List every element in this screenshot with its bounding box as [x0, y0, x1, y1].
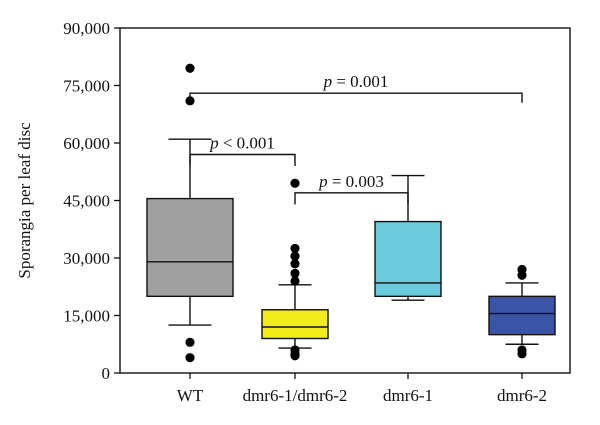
box-dmr6-2	[488, 264, 556, 359]
bracket-line	[189, 153, 296, 166]
iqr-box	[488, 295, 556, 336]
outlier-point	[517, 349, 527, 359]
p-value-label: p < 0.001	[209, 134, 275, 153]
category-label: dmr6-1/dmr6-2	[243, 386, 348, 405]
outlier-point	[290, 243, 300, 254]
outlier-point	[290, 276, 300, 286]
significance-bracket: p = 0.003	[294, 172, 409, 205]
outlier-point	[290, 268, 300, 278]
outlier-point	[185, 96, 195, 106]
iqr-box	[374, 220, 442, 298]
y-tick-label: 0	[102, 364, 111, 383]
y-tick-label: 30,000	[63, 249, 110, 268]
outlier-point	[290, 259, 300, 269]
x-axis: WT dmr6-1/dmr6-2 dmr6-1 dmr6-2	[177, 373, 547, 405]
p-value-label: p = 0.001	[323, 72, 389, 91]
box-WT	[146, 63, 234, 363]
y-tick-label: 45,000	[63, 192, 110, 211]
significance-bracket: p < 0.001	[189, 134, 296, 166]
y-tick-label: 15,000	[63, 307, 110, 326]
outlier-point	[290, 251, 300, 261]
y-axis: 0 15,000 30,000 45,000 60,000 75,000 90,000	[63, 19, 120, 383]
iqr-box	[146, 197, 234, 298]
outlier-point	[185, 353, 195, 363]
box-dmr6-1	[374, 174, 442, 301]
outlier-point	[517, 270, 527, 280]
iqr-box	[261, 309, 329, 340]
outlier-point	[290, 351, 300, 361]
bracket-line	[294, 192, 409, 205]
outlier-point	[185, 337, 195, 347]
significance-bracket: p = 0.001	[189, 72, 523, 103]
category-label: WT	[177, 386, 204, 405]
outlier-point	[185, 63, 195, 73]
y-tick-label: 90,000	[63, 19, 110, 38]
y-axis-title: Sporangia per leaf disc	[15, 122, 34, 279]
outlier-point	[290, 178, 300, 188]
box-dmr6-1/dmr6-2	[261, 178, 329, 361]
bracket-line	[189, 92, 523, 103]
y-tick-label: 60,000	[63, 134, 110, 153]
boxes	[146, 63, 556, 363]
category-label: dmr6-1	[383, 386, 433, 405]
significance-annotations: p = 0.001 p < 0.001 p = 0.003	[189, 72, 523, 205]
y-tick-label: 75,000	[63, 77, 110, 96]
p-value-label: p = 0.003	[318, 172, 384, 191]
category-label: dmr6-2	[497, 386, 547, 405]
